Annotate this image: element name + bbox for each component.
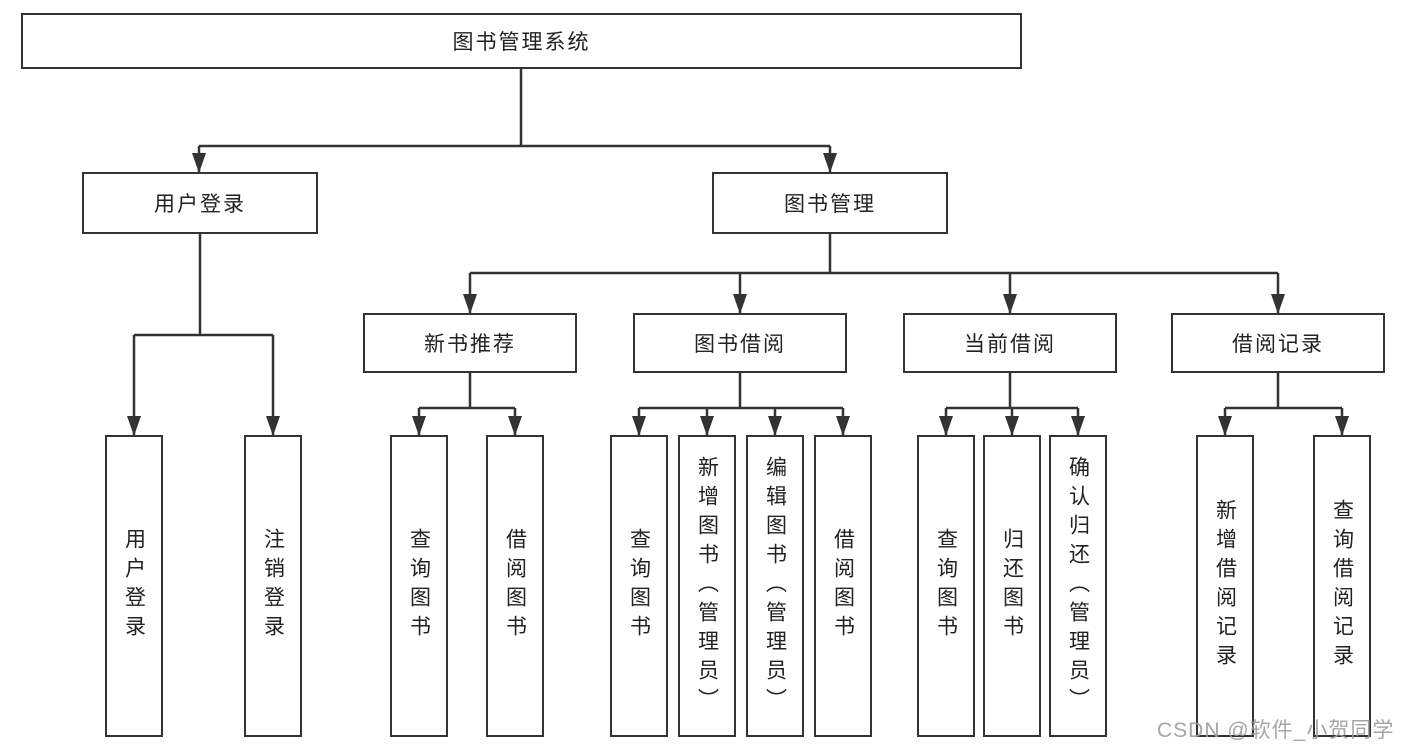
node-user-login: 用户登录 — [82, 172, 318, 234]
leaf-borrow-books: 借阅图书 — [814, 435, 872, 737]
leaf-edit-books-admin: 编辑图书（管理员） — [746, 435, 804, 737]
leaf-user-login: 用户登录 — [105, 435, 163, 737]
leaf-query-borrow-record: 查询借阅记录 — [1313, 435, 1371, 737]
leaf-query-books: 查询图书 — [390, 435, 448, 737]
leaf-borrow-books: 借阅图书 — [486, 435, 544, 737]
csdn-watermark: CSDN @软件_小贺同学 — [1157, 719, 1395, 742]
node-book-management: 图书管理 — [712, 172, 948, 234]
node-library-management-system: 图书管理系统 — [21, 13, 1022, 69]
leaf-query-books: 查询图书 — [610, 435, 668, 737]
leaf-logout: 注销登录 — [244, 435, 302, 737]
leaf-add-borrow-record: 新增借阅记录 — [1196, 435, 1254, 737]
node-current-borrowing: 当前借阅 — [903, 313, 1117, 373]
leaf-add-books-admin: 新增图书（管理员） — [678, 435, 736, 737]
leaf-query-books: 查询图书 — [917, 435, 975, 737]
node-book-borrowing: 图书借阅 — [633, 313, 847, 373]
leaf-return-books: 归还图书 — [983, 435, 1041, 737]
node-new-book-recommend: 新书推荐 — [363, 313, 577, 373]
node-borrowing-records: 借阅记录 — [1171, 313, 1385, 373]
leaf-confirm-return-admin: 确认归还（管理员） — [1049, 435, 1107, 737]
